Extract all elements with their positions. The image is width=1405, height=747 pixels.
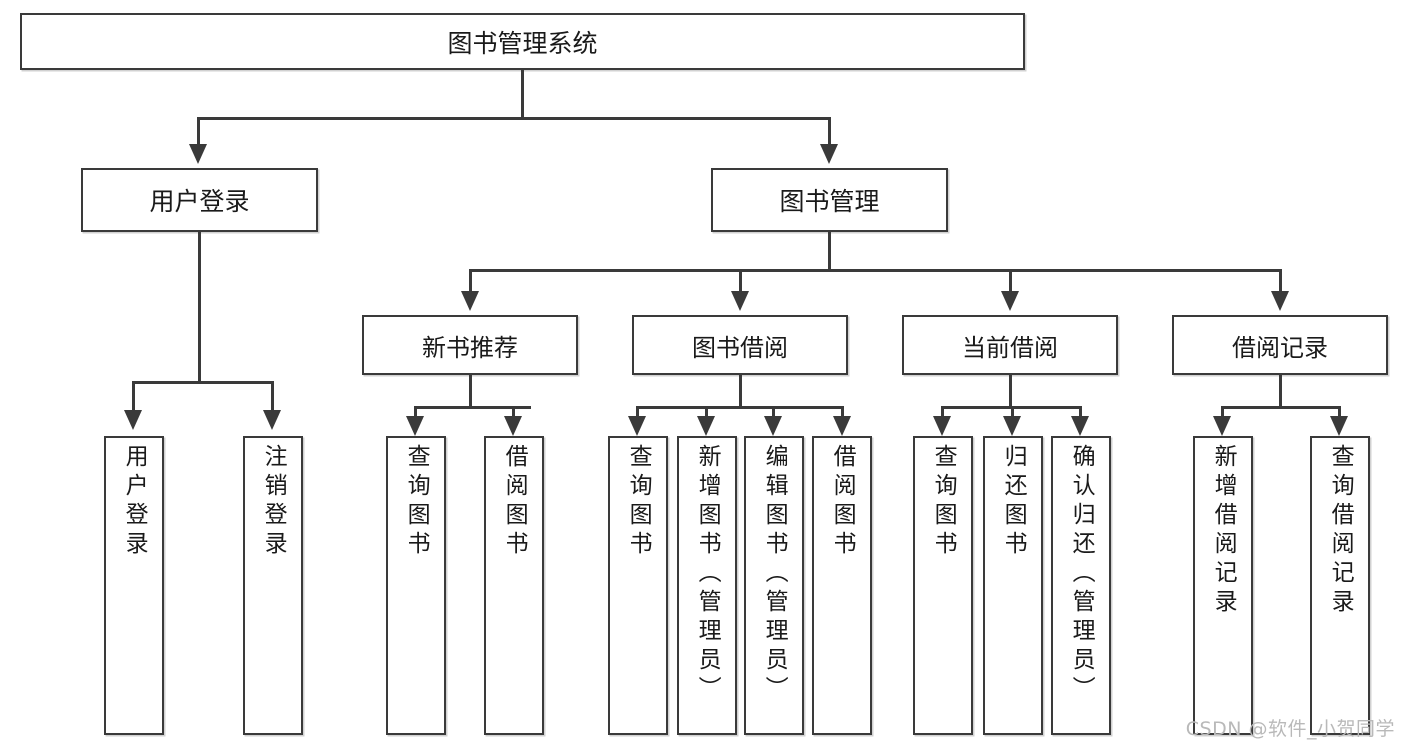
connector-currentborrow-drop-1 [941, 406, 944, 418]
connector-user-login-drop-2 [271, 381, 274, 412]
connector-currentborrow-drop-3 [1079, 406, 1082, 418]
leaf-borrow-book[interactable]: 借阅图书 [812, 436, 872, 735]
leaf-label: 注销登录 [260, 444, 287, 560]
connector-user-login-bus [132, 381, 271, 384]
connector-newbook-stem [469, 375, 472, 408]
node-new-book-recommend[interactable]: 新书推荐 [362, 315, 578, 375]
leaf-label: 新增图书（管理员） [694, 444, 721, 705]
node-label: 新书推荐 [422, 333, 518, 362]
connector-user-login-drop-1 [132, 381, 135, 412]
connector-book-mgmt-drop-1 [469, 269, 472, 293]
node-user-login[interactable]: 用户登录 [81, 168, 318, 232]
connector-newbook-drop-1 [414, 406, 417, 418]
connector-currentborrow-stem [1009, 375, 1012, 408]
connector-root-stem [521, 70, 524, 119]
arrow-to-leaf-borrow-book-1 [504, 416, 522, 436]
node-book-borrow[interactable]: 图书借阅 [632, 315, 848, 375]
leaf-add-book-admin[interactable]: 新增图书（管理员） [677, 436, 737, 735]
connector-borrowrecord-stem [1279, 375, 1282, 408]
node-label: 图书管理系统 [447, 28, 598, 58]
node-label: 图书借阅 [692, 333, 788, 362]
arrow-to-leaf-add-record [1213, 416, 1231, 436]
leaf-query-borrow-record[interactable]: 查询借阅记录 [1310, 436, 1370, 735]
connector-bookborrow-bus [636, 406, 844, 409]
leaf-label: 借阅图书 [829, 444, 856, 560]
leaf-label: 用户登录 [121, 444, 148, 560]
arrow-to-leaf-query-record [1330, 416, 1348, 436]
arrow-to-leaf-query-book-3 [933, 416, 951, 436]
leaf-label: 查询图书 [930, 444, 957, 560]
arrow-to-borrow-record [1271, 291, 1289, 311]
leaf-user-login[interactable]: 用户登录 [104, 436, 164, 735]
connector-newbook-drop-2 [512, 406, 515, 418]
node-label: 图书管理 [779, 187, 880, 216]
leaf-label: 借阅图书 [501, 444, 528, 560]
connector-newbook-bus [414, 406, 531, 409]
connector-bookborrow-drop-1 [636, 406, 639, 418]
connector-bookborrow-drop-3 [772, 406, 775, 418]
connector-bookborrow-drop-2 [705, 406, 708, 418]
leaf-confirm-return-admin[interactable]: 确认归还（管理员） [1051, 436, 1111, 735]
arrow-to-leaf-logout [263, 410, 281, 430]
leaf-label: 查询借阅记录 [1327, 444, 1354, 618]
leaf-logout[interactable]: 注销登录 [243, 436, 303, 735]
arrow-to-leaf-edit-book [764, 416, 782, 436]
arrow-to-new-book-rec [461, 291, 479, 311]
arrow-to-user-login [189, 144, 207, 164]
arrow-to-leaf-confirm-return [1071, 416, 1089, 436]
connector-book-mgmt-bus [469, 269, 1281, 272]
arrow-to-leaf-return-book [1003, 416, 1021, 436]
connector-borrowrecord-drop-2 [1338, 406, 1341, 418]
leaf-edit-book-admin[interactable]: 编辑图书（管理员） [744, 436, 804, 735]
leaf-return-book[interactable]: 归还图书 [983, 436, 1043, 735]
leaf-label: 查询图书 [625, 444, 652, 560]
node-label: 当前借阅 [962, 333, 1058, 362]
node-current-borrow[interactable]: 当前借阅 [902, 315, 1118, 375]
arrow-to-book-borrow [731, 291, 749, 311]
node-label: 借阅记录 [1232, 333, 1328, 362]
connector-book-mgmt-stem [828, 232, 831, 271]
arrow-to-leaf-add-book [697, 416, 715, 436]
node-root-system[interactable]: 图书管理系统 [20, 13, 1025, 70]
leaf-query-book-current[interactable]: 查询图书 [913, 436, 973, 735]
arrow-to-book-management [820, 144, 838, 164]
leaf-label: 归还图书 [1000, 444, 1027, 560]
connector-borrowrecord-drop-1 [1221, 406, 1224, 418]
connector-currentborrow-bus [941, 406, 1080, 409]
leaf-label: 确认归还（管理员） [1068, 444, 1095, 705]
connector-borrowrecord-bus [1221, 406, 1340, 409]
connector-book-mgmt-drop-3 [1009, 269, 1012, 293]
connector-user-login-stem [198, 232, 201, 384]
connector-root-drop-left [197, 117, 200, 146]
watermark-text: CSDN @软件_小贺同学 [1185, 718, 1395, 740]
arrow-to-leaf-query-book-1 [406, 416, 424, 436]
connector-book-mgmt-drop-2 [739, 269, 742, 293]
leaf-label: 新增借阅记录 [1210, 444, 1237, 618]
arrow-to-leaf-query-book-2 [628, 416, 646, 436]
node-borrow-record[interactable]: 借阅记录 [1172, 315, 1388, 375]
connector-currentborrow-drop-2 [1011, 406, 1014, 418]
connector-root-drop-right [828, 117, 831, 146]
connector-bookborrow-stem [739, 375, 742, 408]
connector-book-mgmt-drop-4 [1279, 269, 1282, 293]
leaf-query-book-newbook[interactable]: 查询图书 [386, 436, 446, 735]
leaf-add-borrow-record[interactable]: 新增借阅记录 [1193, 436, 1253, 735]
node-book-management[interactable]: 图书管理 [711, 168, 948, 232]
arrow-to-leaf-user-login [124, 410, 142, 430]
arrow-to-current-borrow [1001, 291, 1019, 311]
connector-bookborrow-drop-4 [841, 406, 844, 418]
leaf-query-book-borrow[interactable]: 查询图书 [608, 436, 668, 735]
node-label: 用户登录 [149, 187, 250, 216]
arrow-to-leaf-borrow-book-2 [833, 416, 851, 436]
connector-root-bus [197, 117, 830, 120]
leaf-label: 查询图书 [403, 444, 430, 560]
leaf-label: 编辑图书（管理员） [761, 444, 788, 705]
leaf-borrow-book-newbook[interactable]: 借阅图书 [484, 436, 544, 735]
